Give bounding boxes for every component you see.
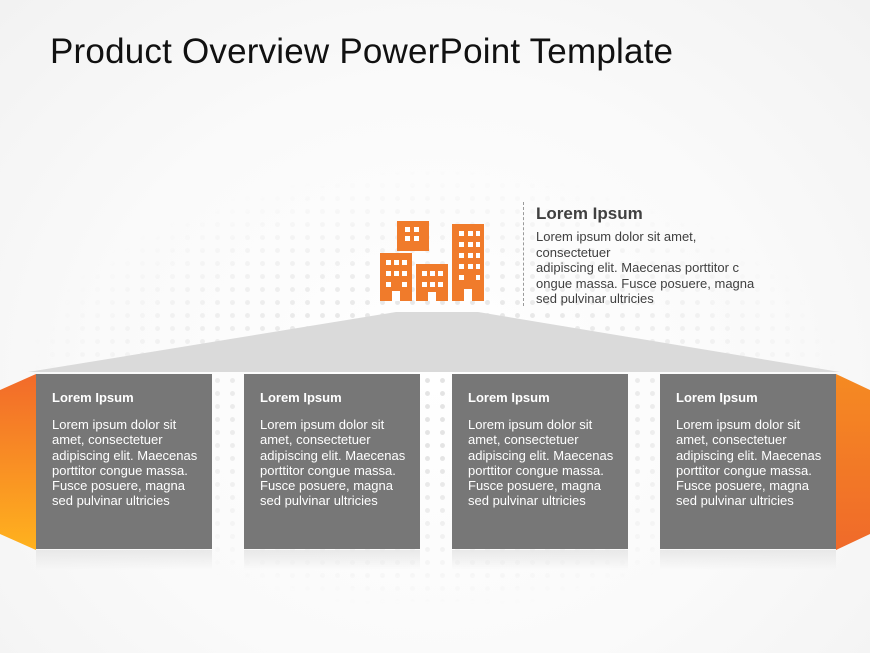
card-title: Lorem Ipsum	[676, 390, 758, 405]
top-block-heading: Lorem Ipsum	[536, 204, 643, 223]
card-line: porttitor congue massa.	[676, 462, 812, 478]
left-arrow-shape	[0, 374, 36, 550]
card-line: Lorem ipsum dolor sit	[676, 417, 801, 432]
card-line: amet, consectetuer	[52, 432, 163, 448]
card-line: adipiscing elit. Maecenas	[52, 447, 198, 463]
info-card: Lorem Ipsum Lorem ipsum dolor sit amet, …	[36, 374, 212, 570]
top-block-line: sed pulvinar ultricies	[536, 291, 654, 307]
card-body: Lorem ipsum dolor sit amet, consectetuer…	[676, 417, 821, 509]
card-line: amet, consectetuer	[468, 432, 579, 448]
top-block-body: Lorem ipsum dolor sit amet, consectetuer…	[536, 229, 796, 307]
info-card: Lorem Ipsum Lorem ipsum dolor sit amet, …	[244, 374, 420, 570]
card-line: Fusce posuere, magna	[52, 478, 185, 494]
top-block-line: adipiscing elit. Maecenas porttitor c	[536, 260, 740, 276]
card-body: Lorem ipsum dolor sit amet, consectetuer…	[52, 417, 197, 509]
card-title: Lorem Ipsum	[468, 390, 550, 405]
card-title: Lorem Ipsum	[260, 390, 342, 405]
card-line: porttitor congue massa.	[468, 462, 604, 478]
slide-title: Product Overview PowerPoint Template	[50, 32, 674, 71]
card-body: Lorem ipsum dolor sit amet, consectetuer…	[260, 417, 405, 509]
card-line: sed pulvinar ultricies	[260, 493, 378, 509]
info-card: Lorem Ipsum Lorem ipsum dolor sit amet, …	[660, 374, 836, 570]
card-line: Fusce posuere, magna	[260, 478, 393, 494]
card-line: adipiscing elit. Maecenas	[676, 447, 822, 463]
card-line: porttitor congue massa.	[260, 462, 396, 478]
dashed-divider	[523, 202, 524, 306]
card-line: Fusce posuere, magna	[676, 478, 809, 494]
card-line: Lorem ipsum dolor sit	[260, 417, 385, 432]
card-line: amet, consectetuer	[260, 432, 371, 448]
card-title: Lorem Ipsum	[52, 390, 134, 405]
card-line: Lorem ipsum dolor sit	[52, 417, 177, 432]
info-card: Lorem Ipsum Lorem ipsum dolor sit amet, …	[452, 374, 628, 570]
card-line: adipiscing elit. Maecenas	[468, 447, 614, 463]
top-block-line: Lorem ipsum dolor sit amet,	[536, 229, 697, 244]
card-line: adipiscing elit. Maecenas	[260, 447, 406, 463]
card-line: Fusce posuere, magna	[468, 478, 601, 494]
connector-shape	[28, 312, 840, 372]
card-line: sed pulvinar ultricies	[468, 493, 586, 509]
card-body: Lorem ipsum dolor sit amet, consectetuer…	[468, 417, 613, 509]
buildings-icon	[380, 221, 484, 301]
top-block-line: ongue massa. Fusce posuere, magna	[536, 275, 755, 291]
right-arrow-shape	[836, 374, 870, 550]
top-block-line: consectetuer	[536, 244, 611, 260]
card-line: porttitor congue massa.	[52, 462, 188, 478]
card-line: Lorem ipsum dolor sit	[468, 417, 593, 432]
card-line: amet, consectetuer	[676, 432, 787, 448]
card-line: sed pulvinar ultricies	[676, 493, 794, 509]
card-line: sed pulvinar ultricies	[52, 493, 170, 509]
